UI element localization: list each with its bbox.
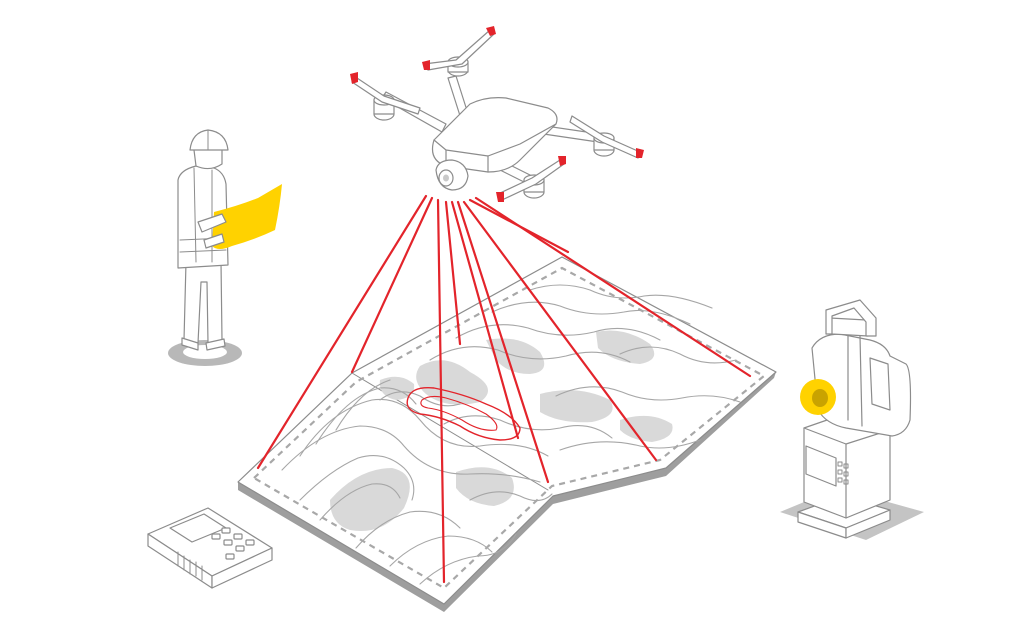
drone [350,26,644,202]
total-station-display [805,445,837,487]
survey-area-border [252,266,766,590]
contour-lines [281,284,741,585]
laser-beams [256,194,752,584]
meter-buttons [211,527,255,560]
total-station [780,299,924,540]
laser-distance-meter [147,507,273,589]
surveyor-figure [168,129,282,366]
topographic-map [237,256,777,612]
highlighted-contour [406,387,521,441]
total-station-keypad [837,461,849,485]
blueprint-paper [212,184,282,249]
